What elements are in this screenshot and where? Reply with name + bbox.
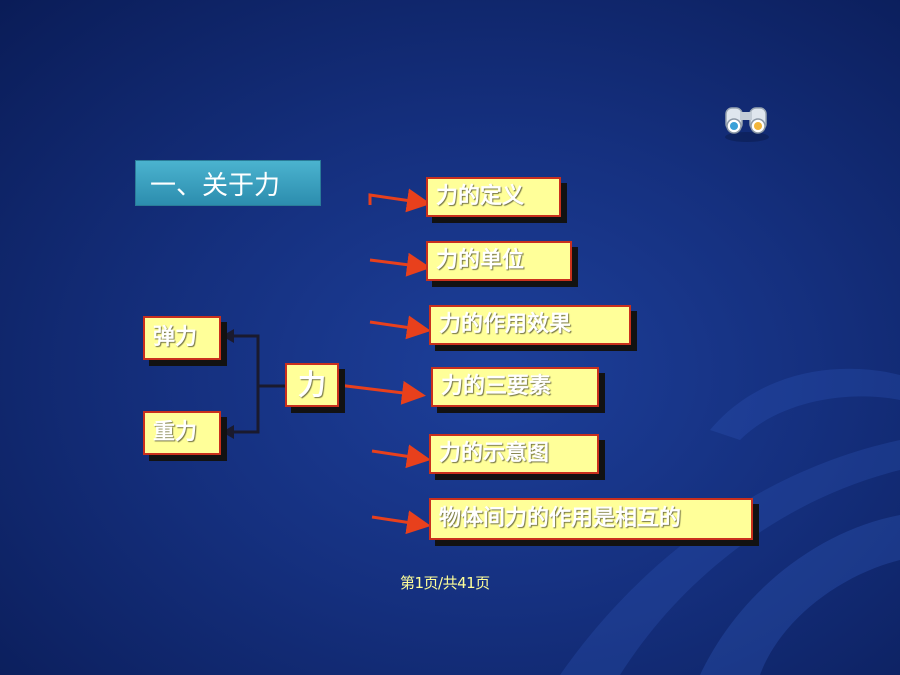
connector-to-gravity [228,386,260,434]
node-unit: 力的单位 [426,241,572,281]
slide-title: 一、关于力 [135,160,321,206]
node-mutual-action: 物体间力的作用是相互的 [429,498,753,540]
page-number: 第1页/共41页 [400,574,490,592]
binoculars-icon [725,107,769,142]
arrow-three-elements [337,380,426,405]
node-definition: 力的定义 [426,177,561,217]
node-force: 力 [285,363,339,407]
arrowhead-gravity [222,425,234,439]
connector-to-elastic [228,334,260,386]
arrowhead-elastic [222,329,234,343]
arrow-diagram [371,444,431,469]
node-diagram: 力的示意图 [429,434,599,474]
node-elastic-force: 弹力 [143,316,221,360]
arrow-mutual [371,510,431,535]
node-three-elements: 力的三要素 [431,367,599,407]
arrow-definition [368,188,431,213]
node-gravity: 重力 [143,411,221,455]
node-effect: 力的作用效果 [429,305,631,345]
arrow-effect [369,315,431,340]
arrow-unit [369,252,431,277]
